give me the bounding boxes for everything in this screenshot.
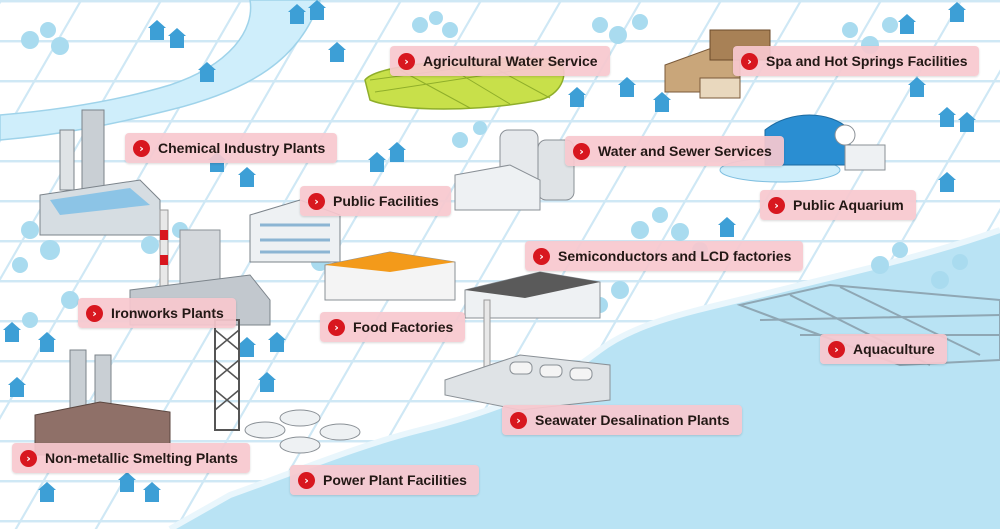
link-label: Chemical Industry Plants [158, 140, 326, 156]
chevron-right-icon: › [510, 411, 527, 429]
link-ironworks-plants[interactable]: › Ironworks Plants [78, 298, 236, 328]
link-public-facilities[interactable]: › Public Facilities [300, 186, 451, 216]
link-agricultural-water-service[interactable]: › Agricultural Water Service [390, 46, 610, 76]
link-chemical-industry-plants[interactable]: › Chemical Industry Plants [125, 133, 338, 163]
link-water-and-sewer-services[interactable]: › Water and Sewer Services [565, 136, 784, 166]
coastline [168, 227, 1000, 529]
link-label: Ironworks Plants [111, 305, 224, 321]
link-public-aquarium[interactable]: › Public Aquarium [760, 190, 916, 220]
link-label: Water and Sewer Services [598, 143, 772, 159]
chevron-right-icon: › [308, 192, 325, 210]
aquarium-illustration [719, 114, 886, 183]
link-label: Power Plant Facilities [323, 472, 467, 488]
link-label: Agricultural Water Service [423, 53, 598, 69]
link-label: Semiconductors and LCD factories [558, 248, 792, 264]
power-plant-illustration [214, 319, 361, 454]
food-factory-illustration [324, 251, 456, 301]
chevron-right-icon: › [741, 52, 758, 70]
chevron-right-icon: › [573, 142, 590, 160]
link-aquaculture[interactable]: › Aquaculture [820, 334, 947, 364]
link-label: Public Aquarium [793, 197, 904, 213]
link-label: Aquaculture [853, 341, 935, 357]
link-label: Food Factories [353, 319, 454, 335]
chevron-right-icon: › [328, 318, 345, 336]
chevron-right-icon: › [828, 340, 845, 358]
desalination-plant-illustration [444, 299, 611, 411]
link-label: Non-metallic Smelting Plants [45, 450, 238, 466]
chemical-plant-illustration [39, 109, 161, 236]
chevron-right-icon: › [20, 449, 37, 467]
link-non-metallic-smelting-plants[interactable]: › Non-metallic Smelting Plants [12, 443, 250, 473]
link-seawater-desalination-plants[interactable]: › Seawater Desalination Plants [502, 405, 742, 435]
link-power-plant-facilities[interactable]: › Power Plant Facilities [290, 465, 479, 495]
link-spa-and-hot-springs-facilities[interactable]: › Spa and Hot Springs Facilities [733, 46, 980, 76]
link-semiconductors-and-lcd-factories[interactable]: › Semiconductors and LCD factories [525, 241, 804, 271]
link-label: Spa and Hot Springs Facilities [766, 53, 968, 69]
water-sewer-illustration [454, 129, 575, 211]
houses [3, 0, 976, 502]
smelting-plant-illustration [34, 349, 171, 456]
chevron-right-icon: › [298, 471, 315, 489]
chevron-right-icon: › [133, 139, 150, 157]
link-label: Public Facilities [333, 193, 439, 209]
river [0, 0, 321, 141]
chevron-right-icon: › [768, 196, 785, 214]
chevron-right-icon: › [86, 304, 103, 322]
chevron-right-icon: › [533, 247, 550, 265]
semiconductor-factory-illustration [464, 271, 601, 319]
chevron-right-icon: › [398, 52, 415, 70]
link-food-factories[interactable]: › Food Factories [320, 312, 466, 342]
link-label: Seawater Desalination Plants [535, 412, 730, 428]
